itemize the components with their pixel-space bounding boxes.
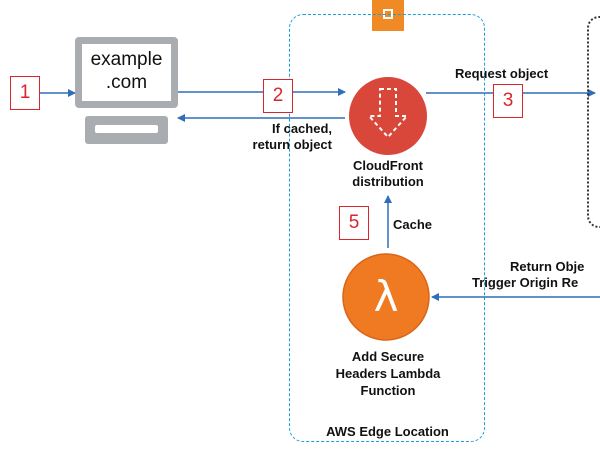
cache-label: Cache bbox=[393, 217, 433, 232]
lambda-icon: λ bbox=[373, 272, 399, 321]
lambda-label: Add Secure Headers Lambda Function bbox=[318, 348, 458, 399]
cloudfront-label-line2: distribution bbox=[352, 174, 424, 189]
if-cached-line1: If cached, bbox=[272, 121, 332, 136]
origin-server-box bbox=[587, 16, 600, 228]
edge-location-tab-icon bbox=[372, 0, 404, 31]
step-3-badge: 3 bbox=[493, 84, 523, 118]
cloudfront-label-line1: CloudFront bbox=[352, 158, 424, 173]
client-site-text: example .com bbox=[82, 48, 171, 94]
cloudfront-icon bbox=[349, 77, 427, 155]
lambda-circle bbox=[342, 253, 430, 341]
request-object-label: Request object bbox=[455, 66, 549, 81]
step-1-badge: 1 bbox=[10, 76, 40, 110]
lambda-label-line1: Add Secure bbox=[351, 349, 425, 364]
client-site-line2: .com bbox=[105, 72, 148, 93]
cloudfront-label: CloudFront distribution bbox=[318, 158, 458, 190]
lambda-label-line2: Headers Lambda bbox=[335, 366, 441, 381]
return-object-label: Return Obje Trigger Origin Re bbox=[450, 259, 600, 291]
return-object-line2: Trigger Origin Re bbox=[472, 275, 579, 290]
if-cached-line2: return object bbox=[252, 137, 332, 152]
step-5-badge: 5 bbox=[339, 206, 369, 240]
client-site-line1: example bbox=[90, 49, 163, 70]
aws-edge-location-label: AWS Edge Location bbox=[326, 424, 449, 439]
return-object-line1: Return Obje bbox=[510, 259, 585, 274]
client-computer-icon bbox=[75, 37, 178, 144]
step-2-badge: 2 bbox=[263, 79, 293, 113]
aws-edge-location-box bbox=[289, 14, 485, 442]
if-cached-label: If cached, return object bbox=[222, 121, 332, 153]
lambda-label-line3: Function bbox=[360, 383, 416, 398]
